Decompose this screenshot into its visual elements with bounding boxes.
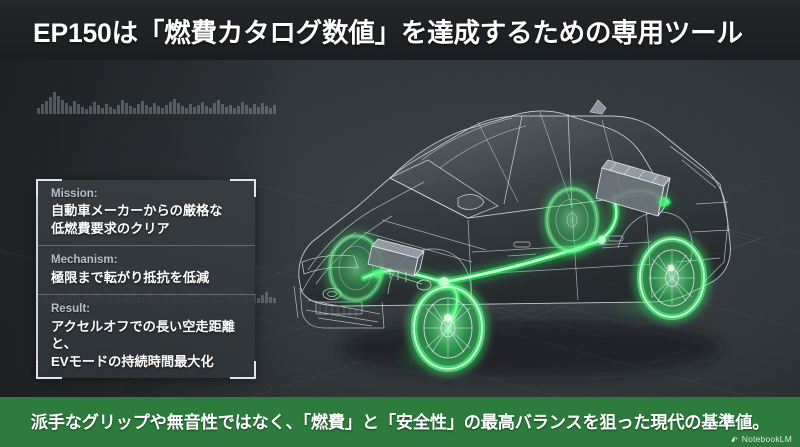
info-row-result: Result: アクセルオフでの長い空走距離と、 EVモードの持続時間最大化 <box>38 294 255 378</box>
notebooklm-badge-label: NotebookLM <box>741 434 792 444</box>
info-row-mechanism: Mechanism: 極限まで転がり抵抗を低減 <box>38 245 255 294</box>
page-title: EP150は「燃費カタログ数値」を達成するための専用ツール <box>33 17 743 48</box>
info-panel: Mission: 自動車メーカーからの厳格な 低燃費要求のクリア Mechani… <box>36 179 256 380</box>
info-row-value-line: 極限まで転がり抵抗を低減 <box>51 269 210 285</box>
car-xray-illustration <box>272 60 800 397</box>
title-bar: EP150は「燃費カタログ数値」を達成するための専用ツール <box>0 0 800 60</box>
info-row-label: Mechanism: <box>51 254 118 267</box>
caption-text: 派手なグリップや無音性ではなく、「燃費」と「安全性」の最高バランスを狙った現代の… <box>30 412 770 432</box>
info-row-value-line: EVモードの持続時間最大化 <box>51 353 214 369</box>
notebooklm-logo-icon <box>730 435 739 444</box>
info-row-mission: Mission: 自動車メーカーからの厳格な 低燃費要求のクリア <box>38 180 255 245</box>
info-row-value-line: 低燃費要求のクリア <box>51 220 170 236</box>
caption-bar: 派手なグリップや無音性ではなく、「燃費」と「安全性」の最高バランスを狙った現代の… <box>0 397 800 447</box>
info-row-value-line: アクセルオフでの長い空走距離と、 <box>51 318 235 352</box>
notebooklm-badge: NotebookLM <box>730 434 792 444</box>
info-row-label: Mission: <box>51 188 98 200</box>
info-row-value-line: 自動車メーカーからの厳格な <box>51 203 223 219</box>
illustration-stage: Mission: 自動車メーカーからの厳格な 低燃費要求のクリア Mechani… <box>0 60 800 397</box>
info-row-label: Result: <box>51 303 90 316</box>
